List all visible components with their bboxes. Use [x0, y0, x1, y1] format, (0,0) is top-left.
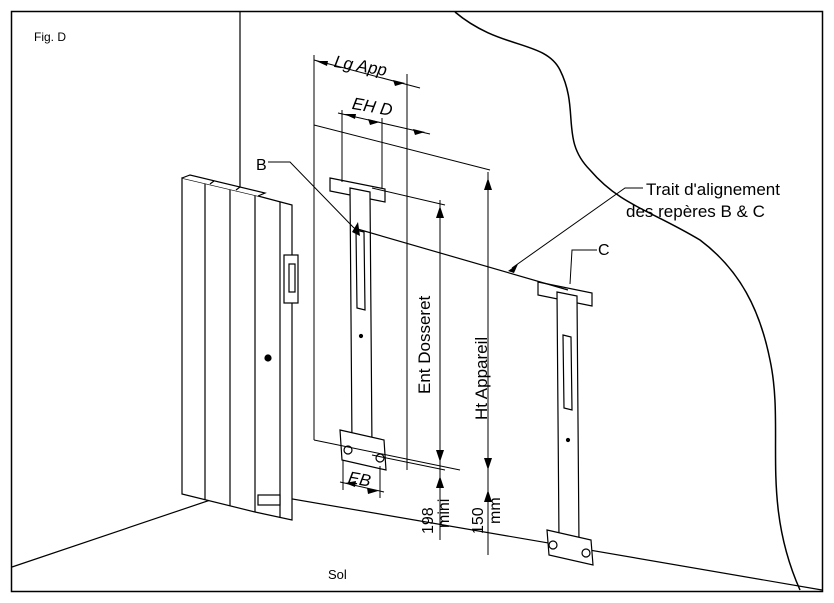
dimension-arrows-vertical [436, 178, 492, 502]
bracket-right [537, 281, 594, 566]
dimension-ent-dosseret: Ent Dosseret [415, 295, 434, 394]
dimension-arrows-top [316, 61, 425, 135]
bracket-left [329, 177, 387, 471]
alignment-arrow [508, 264, 518, 273]
dimension-min-gap-unit: mini [436, 498, 453, 528]
dimension-eb-arrows [345, 481, 378, 494]
dimension-floor-gap-value: 150 [470, 507, 487, 534]
radiator [181, 174, 299, 521]
marker-b-label: B [256, 157, 267, 174]
floor-label: Sol [328, 567, 347, 582]
figure-label: Fig. D [34, 30, 67, 44]
marker-c-label: C [598, 242, 610, 259]
alignment-line-label-line2: des repères B & C [626, 202, 765, 221]
dimension-floor-gap-unit: mm [487, 497, 504, 524]
dimension-ht-appareil: Ht Appareil [472, 336, 491, 420]
wall-edge-curve [454, 11, 801, 591]
dimension-lines-vertical [313, 172, 489, 555]
leader-lines [268, 161, 643, 285]
alignment-line-label-line1: Trait d'alignement [646, 180, 780, 199]
dimension-eb-label: EB [346, 468, 373, 491]
dimension-lines-top [313, 55, 491, 470]
alignment-line [353, 227, 569, 291]
figure-border [10, 10, 824, 593]
